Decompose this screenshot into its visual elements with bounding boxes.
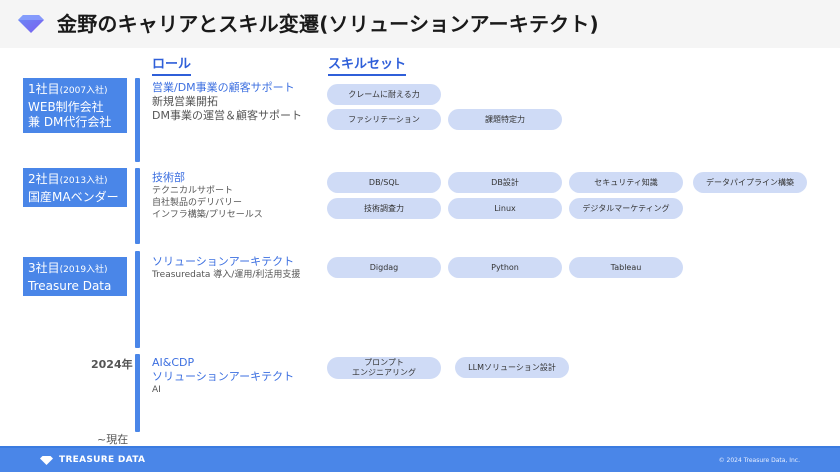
- role-title: 技術部: [152, 171, 185, 184]
- role-title: 営業/DM事業の顧客サポート: [152, 81, 295, 94]
- timeline-bar-2: [135, 168, 140, 244]
- role-detail: テクニカルサポート: [152, 186, 234, 196]
- company-number: 3社目: [28, 261, 60, 275]
- role-1: 営業/DM事業の顧客サポート 新規営業開拓 DM事業の運営＆顧客サポート: [152, 81, 302, 123]
- slide-header: 金野のキャリアとスキル変遷(ソリューションアーキテクト): [0, 0, 840, 48]
- role-4: AI&CDP ソリューションアーキテクト AI: [152, 356, 294, 396]
- footer-copyright: © 2024 Treasure Data, Inc.: [718, 457, 800, 464]
- company-2-box: 2社目(2013入社) 国産MAベンダー: [23, 168, 127, 207]
- company-name: Treasure Data: [28, 278, 112, 293]
- role-detail: AI: [152, 385, 161, 395]
- skill-pill: DB設計: [448, 172, 562, 193]
- company-joined: (2019入社): [59, 265, 108, 275]
- role-title-2: ソリューションアーキテクト: [152, 370, 295, 383]
- company-3-box: 3社目(2019入社) Treasure Data: [23, 257, 127, 296]
- timeline-bar-1: [135, 78, 140, 162]
- skill-pill: 課題特定力: [448, 109, 562, 130]
- role-detail: DM事業の運営＆顧客サポート: [152, 109, 302, 122]
- timeline-bar-3: [135, 251, 140, 348]
- skill-pill: ファシリテーション: [327, 109, 441, 130]
- skill-pill-line: エンジニアリング: [352, 368, 416, 377]
- skill-pill: Tableau: [569, 257, 683, 278]
- company-name-2: 兼 DM代行会社: [28, 115, 112, 129]
- skill-pill: クレームに耐える力: [327, 84, 441, 105]
- role-3: ソリューションアーキテクト Treasuredata 導入/運用/利活用支援: [152, 255, 300, 281]
- role-title: AI&CDP: [152, 356, 195, 369]
- role-detail: Treasuredata 導入/運用/利活用支援: [152, 270, 301, 280]
- role-2: 技術部 テクニカルサポート 自社製品のデリバリー インフラ構築/プリセールス: [152, 171, 263, 221]
- company-number: 2社目: [28, 172, 60, 186]
- role-title: ソリューションアーキテクト: [152, 255, 295, 268]
- skills-column-heading: スキルセット: [328, 53, 407, 76]
- company-name: WEB制作会社: [28, 99, 104, 114]
- skill-pill: デジタルマーケティング: [569, 198, 683, 219]
- skill-pill: Digdag: [327, 257, 441, 278]
- skill-pill: LLMソリューション設計: [455, 357, 569, 378]
- skill-pill-line: プロンプト: [364, 358, 404, 367]
- skill-pill: DB/SQL: [327, 172, 441, 193]
- role-detail: 自社製品のデリバリー: [152, 198, 243, 208]
- skill-pill: Python: [448, 257, 562, 278]
- skill-pill: プロンプト エンジニアリング: [327, 357, 441, 379]
- now-label: ~現在: [97, 433, 129, 446]
- timeline-bar-4: [135, 354, 140, 432]
- role-detail: インフラ構築/プリセールス: [152, 210, 263, 220]
- company-1-box: 1社目(2007入社) WEB制作会社 兼 DM代行会社: [23, 78, 127, 133]
- company-name: 国産MAベンダー: [28, 189, 119, 204]
- company-joined: (2007入社): [59, 86, 108, 96]
- skill-pill: 技術調査力: [327, 198, 441, 219]
- skill-pill: Linux: [448, 198, 562, 219]
- year-label: 2024年: [91, 358, 133, 371]
- skill-pill: セキュリティ知識: [569, 172, 683, 193]
- footer-brand: TREASURE DATA: [59, 455, 146, 465]
- skill-pill: データパイプライン構築: [693, 172, 807, 193]
- company-joined: (2013入社): [59, 176, 108, 186]
- diamond-icon: [18, 15, 44, 33]
- company-number: 1社目: [28, 82, 60, 96]
- page-title: 金野のキャリアとスキル変遷(ソリューションアーキテクト): [57, 12, 599, 36]
- diamond-logo-icon: [40, 456, 53, 465]
- role-column-heading: ロール: [152, 53, 192, 76]
- role-detail: 新規営業開拓: [152, 95, 218, 108]
- slide-footer: TREASURE DATA © 2024 Treasure Data, Inc.: [0, 446, 840, 472]
